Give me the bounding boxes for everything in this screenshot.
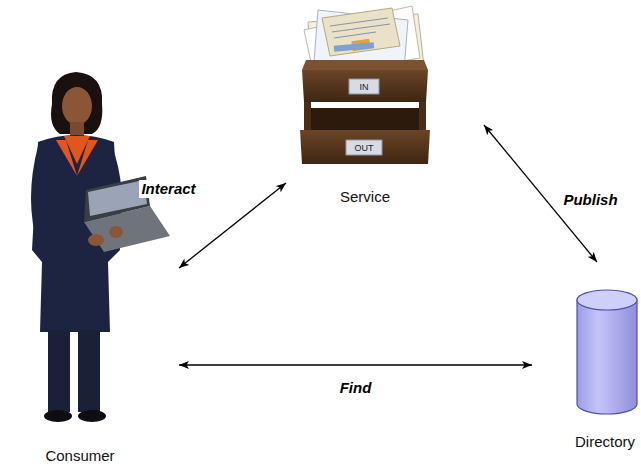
edge-label: Publish xyxy=(561,191,619,209)
node-label: Service xyxy=(340,188,390,206)
service-node: Service xyxy=(290,0,480,212)
database-cylinder xyxy=(577,290,637,414)
edge-label: Interact xyxy=(139,180,197,198)
node-label: Directory xyxy=(575,433,635,451)
directory-node: Directory xyxy=(536,266,638,456)
edge-label: Find xyxy=(338,379,374,397)
tray-plate-label: IN xyxy=(360,82,369,92)
bidirectional-arrow xyxy=(179,364,532,365)
node-label: Consumer xyxy=(45,447,114,465)
consumer-node: Consumer xyxy=(5,75,175,467)
tray-plate-label: OUT xyxy=(355,143,374,153)
tray-illustration xyxy=(300,6,430,164)
person-illustration xyxy=(31,72,170,422)
